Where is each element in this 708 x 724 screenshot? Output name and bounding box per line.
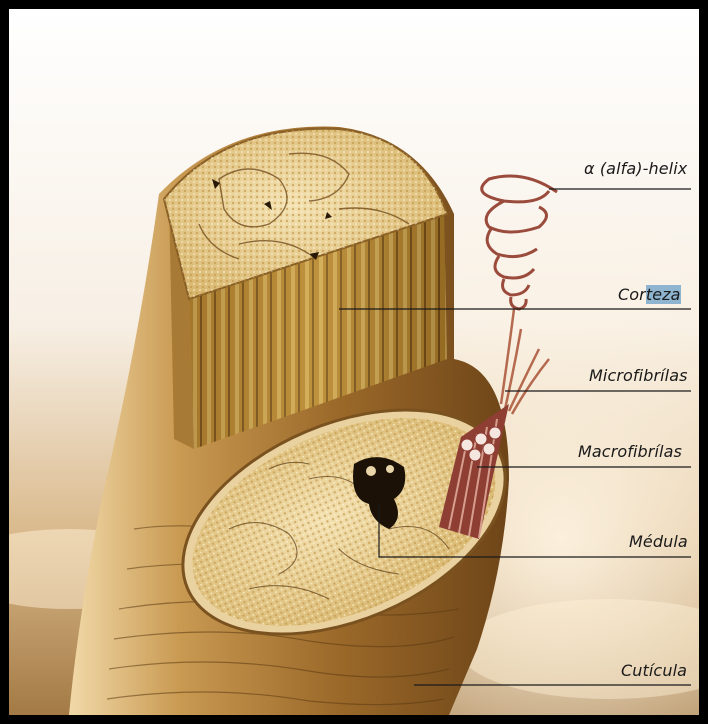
label-cuticula: Cutícula: [621, 661, 687, 680]
label-medula: Médula: [629, 532, 688, 551]
hair-structure-illustration: [9, 9, 699, 715]
label-alpha-helix: α (alfa)-helix: [584, 159, 687, 178]
label-corteza-start: Cor: [618, 285, 646, 304]
label-microfibrilas: Microfibrílas: [589, 366, 688, 385]
label-macrofibrilas: Macrofibrílas: [578, 442, 682, 461]
label-corteza-highlight: teza: [646, 285, 681, 304]
label-corteza: Corteza: [618, 285, 681, 304]
